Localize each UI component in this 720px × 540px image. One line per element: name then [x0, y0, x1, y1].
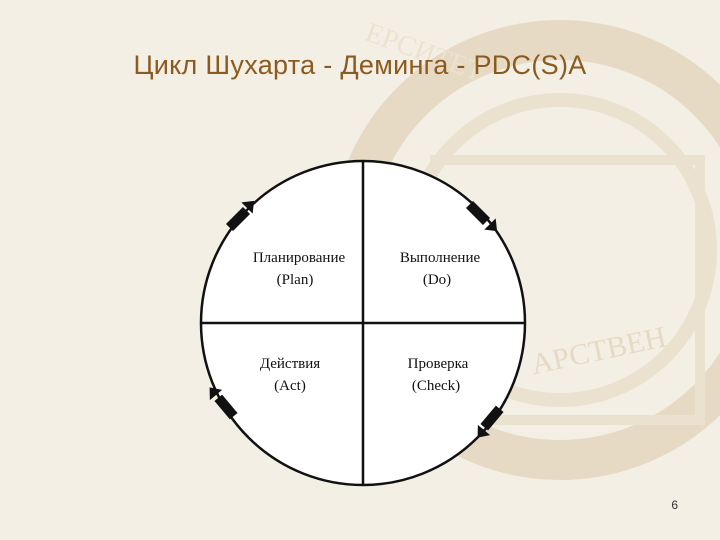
label-check-line1: Проверка — [408, 356, 469, 372]
arrow-check-to-act — [209, 387, 238, 420]
slide-title: Цикл Шухарта - Деминга - PDC(S)A — [133, 50, 587, 80]
arrow-act-to-plan — [225, 200, 255, 232]
arrow-do-to-check — [477, 405, 504, 438]
label-plan-line1: Планирование — [253, 250, 346, 266]
label-act-line1: Действия — [260, 356, 320, 372]
arrow-plan-to-do — [465, 200, 498, 232]
label-act-line2: (Act) — [274, 378, 306, 394]
label-do-line2: (Do) — [423, 272, 451, 288]
label-check-line2: (Check) — [412, 378, 460, 394]
label-do-line1: Выполнение — [400, 250, 481, 266]
page-number: 6 — [671, 498, 678, 512]
label-plan-line2: (Plan) — [277, 272, 314, 288]
